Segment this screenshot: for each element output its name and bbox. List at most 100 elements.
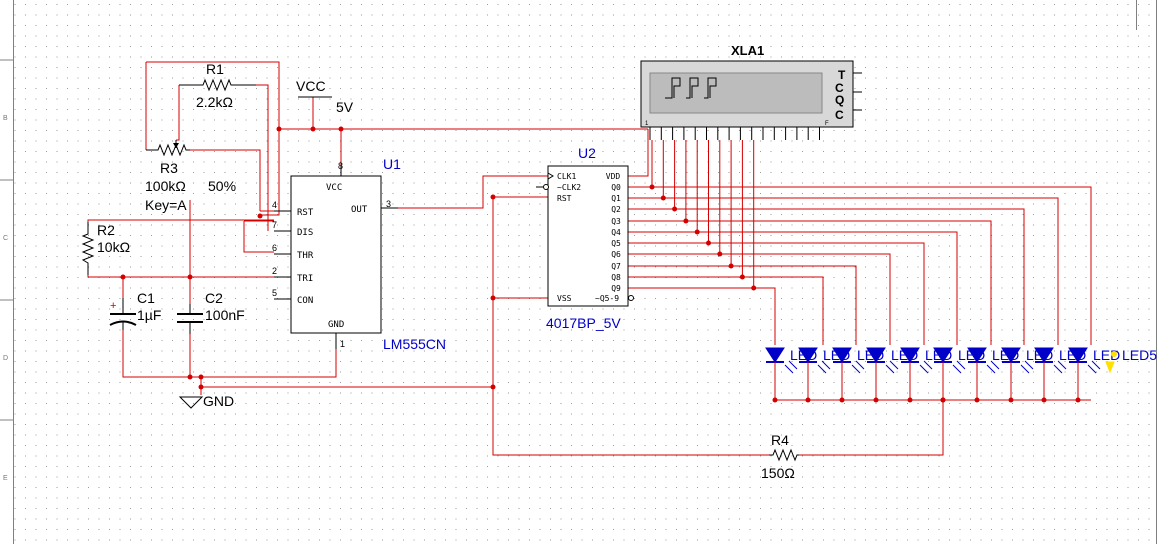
u2-clk2-bubble xyxy=(543,184,549,190)
q5-wire xyxy=(628,242,925,345)
r1-value: 2.2kΩ xyxy=(196,94,233,110)
u1-ref: U1 xyxy=(383,156,401,172)
sheet-border-labels: B C D E xyxy=(3,115,8,482)
q1-junction xyxy=(660,195,666,201)
led-1-ray-2 xyxy=(821,360,831,370)
r2-ref: R2 xyxy=(97,222,115,238)
led-10-glow xyxy=(1111,351,1117,357)
u2-pin-name-left-1: ~CLK2 xyxy=(557,183,581,192)
xla1-pin-c2: C xyxy=(835,108,844,122)
q3-junction xyxy=(683,218,689,224)
u2-pin-name-left-0: CLK1 xyxy=(557,172,576,181)
u2-pin-name-right-9: Q8 xyxy=(611,273,621,282)
led-9-body xyxy=(1068,347,1088,363)
led-2-ray-2 xyxy=(855,360,865,370)
u1-part: LM555CN xyxy=(383,336,446,352)
q9-junction xyxy=(751,285,757,291)
u2-pin-name-left-3: VSS xyxy=(557,294,572,303)
u1-pin-name-dis: DIS xyxy=(297,228,313,238)
led-3-ray-2 xyxy=(889,360,899,370)
led-7-ray-1 xyxy=(1020,364,1030,374)
r2-value: 10kΩ xyxy=(97,239,130,255)
resistor-r4[interactable]: R4 150Ω xyxy=(761,432,799,481)
r3-percent: 50% xyxy=(208,178,236,194)
u2-pin-name-left-2: RST xyxy=(557,194,572,203)
u2-pin-name-right-6: Q5 xyxy=(611,239,621,248)
led-4-junction xyxy=(907,397,913,403)
u2-part: 4017BP_5V xyxy=(546,315,621,331)
q9-wire xyxy=(628,287,776,345)
led-1-ray-1 xyxy=(817,364,827,374)
q7-junction xyxy=(728,263,734,269)
u2-pin-name-right-5: Q4 xyxy=(611,228,621,237)
c2-value: 100nF xyxy=(205,307,245,323)
q-output-wires xyxy=(628,140,1092,345)
led-9-ray-1 xyxy=(1087,364,1097,374)
u1-pin-num-6: 6 xyxy=(272,243,277,253)
q6-junction xyxy=(717,251,723,257)
u2-pin-name-right-10: Q9 xyxy=(611,284,621,293)
ic-u2-4017[interactable]: CLK1~CLK2RSTVSSVDDQ0Q1Q2Q3Q4Q5Q6Q7Q8Q9~Q… xyxy=(536,145,634,331)
led-3-ray-1 xyxy=(885,364,895,374)
xla1-name: XLA1 xyxy=(731,43,764,58)
svg-text:B: B xyxy=(3,115,8,122)
led-3-junction xyxy=(873,397,879,403)
u1-pin-num-7: 7 xyxy=(272,220,277,230)
u1-pin-bottom-name: GND xyxy=(328,320,344,330)
resistor-r1[interactable]: R1 2.2kΩ xyxy=(179,61,256,110)
led-4-body xyxy=(900,347,920,363)
xla1-pin-c1: C xyxy=(835,81,844,95)
led-0-junction xyxy=(772,397,778,403)
q8-wire xyxy=(628,276,824,345)
led-1-junction xyxy=(805,397,811,403)
led-5-ray-1 xyxy=(952,364,962,374)
q7-wire xyxy=(628,265,857,345)
resistor-r2[interactable]: R2 10kΩ xyxy=(81,222,130,275)
u2-pin-name-right-2: Q1 xyxy=(611,194,621,203)
u2-q59-bubble xyxy=(628,295,634,301)
led-9-ray-2 xyxy=(1091,360,1101,370)
r4-value: 150Ω xyxy=(761,465,795,481)
u1-pin-top-name: VCC xyxy=(326,183,342,193)
c2-ref: C2 xyxy=(205,290,223,306)
svg-text:C: C xyxy=(3,235,8,242)
logic-analyzer-xla1[interactable]: XLA1 T C Q C Q 1 F xyxy=(640,43,862,140)
r4-ref: R4 xyxy=(771,432,789,448)
q2-junction xyxy=(672,206,678,212)
u1-pin-top-num: 8 xyxy=(338,161,343,171)
led-9[interactable]: LED xyxy=(1068,347,1120,403)
u2-pin-name-right-0: VDD xyxy=(606,172,621,181)
gnd-symbol[interactable]: GND xyxy=(178,393,234,409)
led-5-body xyxy=(933,347,953,363)
led-0-ray-1 xyxy=(784,364,794,374)
gnd-label: GND xyxy=(203,393,234,409)
q3-wire xyxy=(628,220,992,345)
r3-ref: R3 xyxy=(160,160,178,176)
led-9-junction xyxy=(1075,397,1081,403)
u1-pin-right-name: OUT xyxy=(351,205,368,215)
r1-ref: R1 xyxy=(206,61,224,77)
led-0-body xyxy=(765,347,785,363)
u1-pin-name-thr: THR xyxy=(297,251,314,261)
led-6-body xyxy=(967,347,987,363)
r3-key: Key=A xyxy=(145,197,187,213)
potentiometer-r3[interactable]: R3 100kΩ 50% Key=A xyxy=(145,140,236,213)
u2-pin-name-right-8: Q7 xyxy=(611,262,621,271)
u1-pin-num-5: 5 xyxy=(272,288,277,298)
capacitor-c2[interactable]: C2 100nF xyxy=(177,290,245,334)
u2-pin-name-right-3: Q2 xyxy=(611,205,621,214)
led-7-body xyxy=(1001,347,1021,363)
xla1-pin-t: T xyxy=(838,68,846,82)
vcc-symbol[interactable]: VCC 5V xyxy=(296,78,354,115)
u1-pin-right-num: 3 xyxy=(386,199,391,209)
u1-pin-name-con: CON xyxy=(297,296,313,306)
led-3-body xyxy=(866,347,886,363)
led-array[interactable]: LEDLEDLEDLEDLEDLEDLEDLEDLEDLEDLED5 xyxy=(765,347,1157,403)
q5-junction xyxy=(706,240,711,246)
q4-wire xyxy=(628,231,958,345)
led-10[interactable]: LED5 xyxy=(1105,347,1157,374)
capacitor-c1[interactable]: + C1 1µF xyxy=(109,290,161,330)
